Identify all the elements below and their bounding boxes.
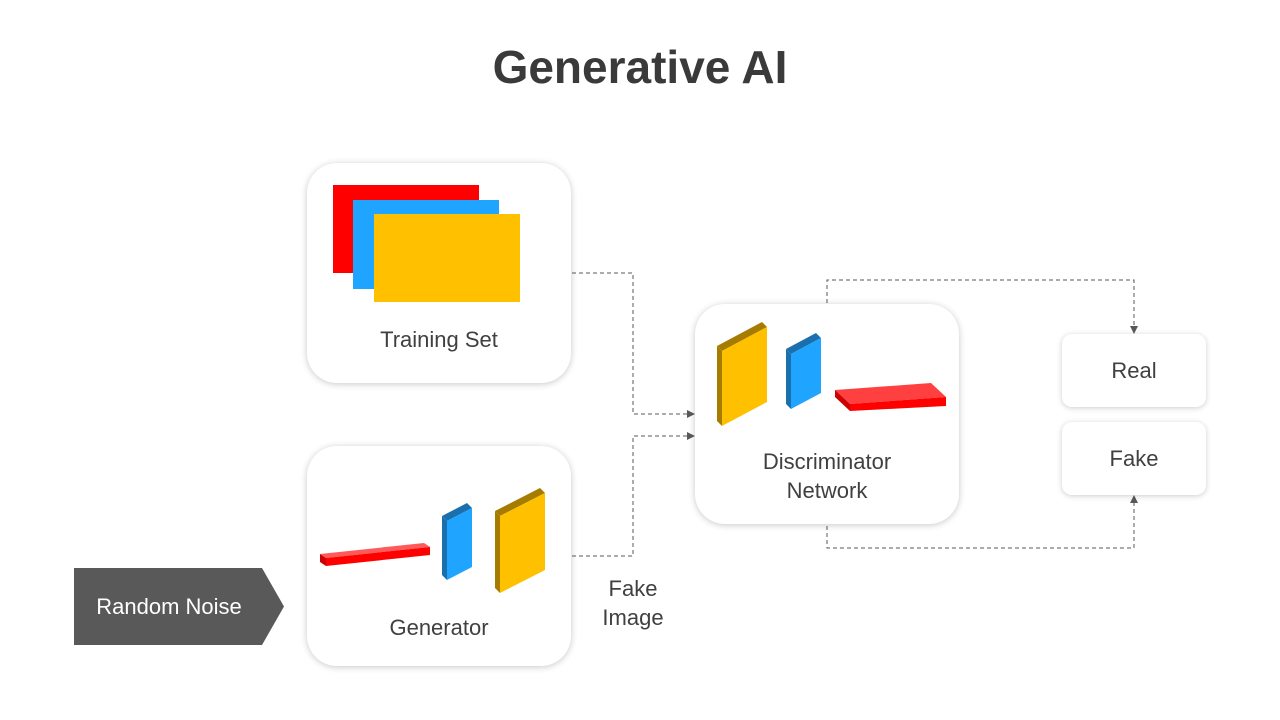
- connector-discriminator-to-fake: [826, 495, 1138, 549]
- generator-card: Generator: [307, 446, 571, 666]
- discriminator-layers-icon: [717, 322, 946, 426]
- fake-image-label-line2: Image: [602, 605, 664, 630]
- discriminator-card: Discriminator Network: [695, 304, 959, 524]
- training-images-icon: [333, 185, 520, 302]
- connector-generator-to-discriminator: [572, 432, 695, 557]
- connector-training-to-discriminator: [572, 272, 695, 418]
- discriminator-label-line2: Network: [786, 478, 868, 503]
- fake-image-label: Fake Image: [590, 574, 676, 632]
- training-set-card: Training Set: [307, 163, 571, 383]
- fake-label: Fake: [1109, 445, 1159, 471]
- generator-label: Generator: [389, 615, 489, 640]
- page-title: Generative AI: [492, 41, 788, 93]
- generator-layers-icon: [320, 488, 545, 593]
- fake-output-box: Fake: [1062, 422, 1206, 495]
- fake-image-label-line1: Fake: [608, 576, 658, 601]
- random-noise-chevron: [74, 568, 284, 645]
- random-noise-label: Random Noise: [96, 593, 242, 619]
- discriminator-label-line1: Discriminator: [762, 449, 892, 474]
- real-label: Real: [1111, 357, 1157, 383]
- connector-discriminator-to-real: [826, 279, 1138, 334]
- training-set-label: Training Set: [380, 327, 498, 352]
- real-output-box: Real: [1062, 334, 1206, 407]
